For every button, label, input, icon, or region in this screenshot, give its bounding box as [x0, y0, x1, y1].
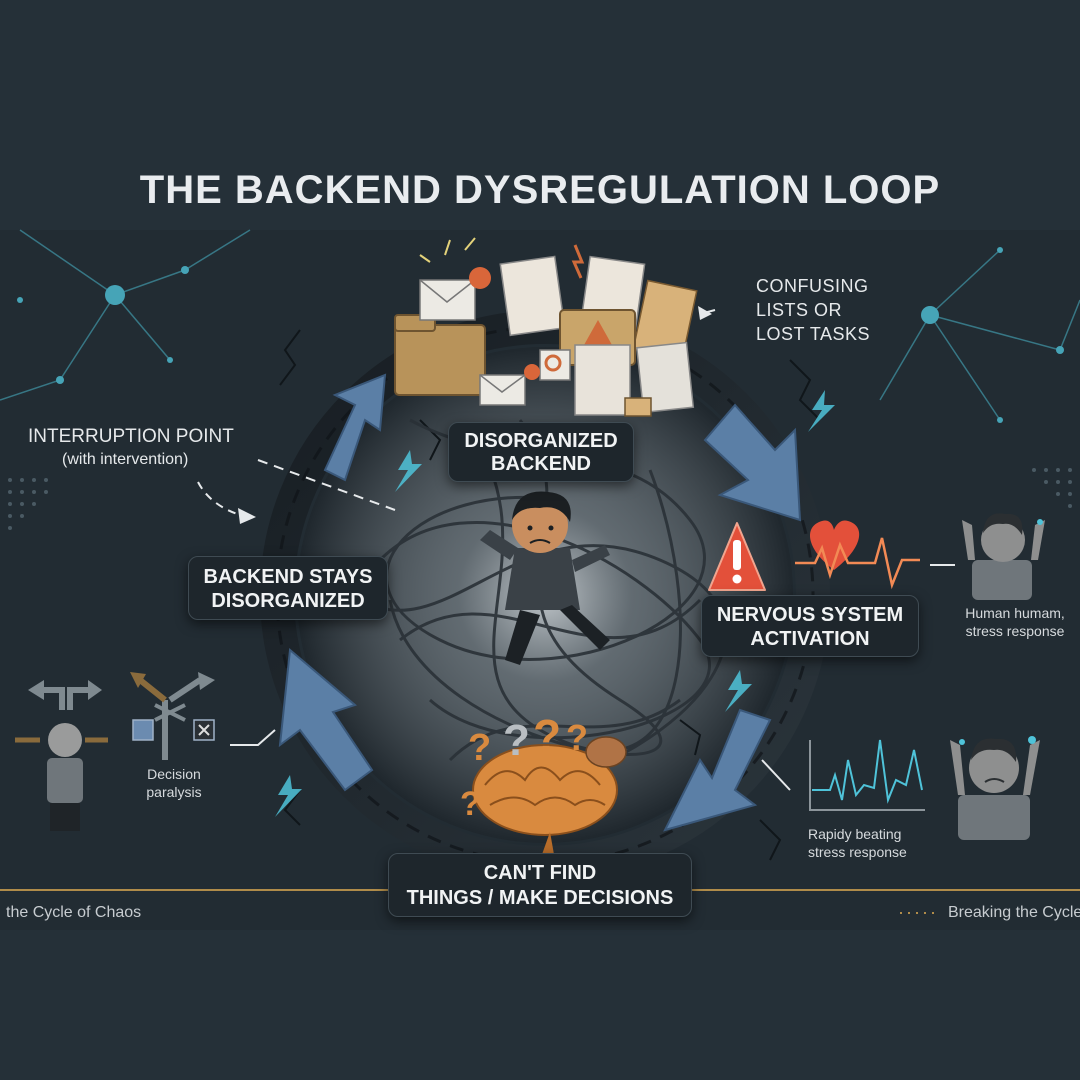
- svg-text:?: ?: [533, 710, 561, 762]
- node-backend-stays-disorganized: BACKEND STAYS DISORGANIZED: [188, 556, 388, 620]
- node-cant-find-things: CAN'T FIND THINGS / MAKE DECISIONS: [388, 853, 692, 917]
- node-line: BACKEND: [449, 453, 633, 476]
- annotation-line: CONFUSING: [756, 274, 870, 298]
- caption-rapid-beating: Rapidy beating stress response: [808, 825, 907, 861]
- svg-text:?: ?: [460, 785, 481, 823]
- interruption-point-title: INTERRUPTION POINT: [28, 426, 234, 448]
- svg-text:?: ?: [468, 727, 491, 769]
- caption-human-stress: Human humam, stress response: [950, 604, 1080, 640]
- node-line: DISORGANIZED: [189, 589, 387, 613]
- node-line: NERVOUS SYSTEM: [702, 603, 918, 627]
- caption-line: Decision: [138, 765, 210, 783]
- node-disorganized-backend: DISORGANIZED BACKEND: [448, 422, 634, 482]
- node-line: ACTIVATION: [702, 627, 918, 651]
- confusing-lists-annotation: CONFUSING LISTS OR LOST TASKS: [756, 274, 870, 346]
- caption-line: Rapidy beating: [808, 825, 907, 843]
- caption-line: stress response: [808, 843, 907, 861]
- svg-text:?: ?: [503, 716, 530, 765]
- interruption-point-subtitle: (with intervention): [62, 451, 188, 469]
- page-title: THE BACKEND DYSREGULATION LOOP: [0, 168, 1080, 213]
- annotation-line: LISTS OR: [756, 298, 870, 322]
- node-line: BACKEND STAYS: [189, 565, 387, 589]
- node-nervous-system-activation: NERVOUS SYSTEM ACTIVATION: [701, 595, 919, 657]
- node-line: CAN'T FIND: [389, 861, 691, 886]
- node-line: DISORGANIZED: [449, 430, 633, 453]
- caption-line: Human humam,: [950, 604, 1080, 622]
- annotation-line: LOST TASKS: [756, 322, 870, 346]
- caption-line: stress response: [950, 622, 1080, 640]
- caption-decision-paralysis: Decision paralysis: [138, 765, 210, 801]
- caption-line: paralysis: [138, 783, 210, 801]
- svg-text:?: ?: [566, 717, 588, 758]
- footer-right-text: Breaking the Cycle: [948, 904, 1080, 922]
- footer-left-text: the Cycle of Chaos: [6, 904, 141, 922]
- node-line: THINGS / MAKE DECISIONS: [389, 886, 691, 911]
